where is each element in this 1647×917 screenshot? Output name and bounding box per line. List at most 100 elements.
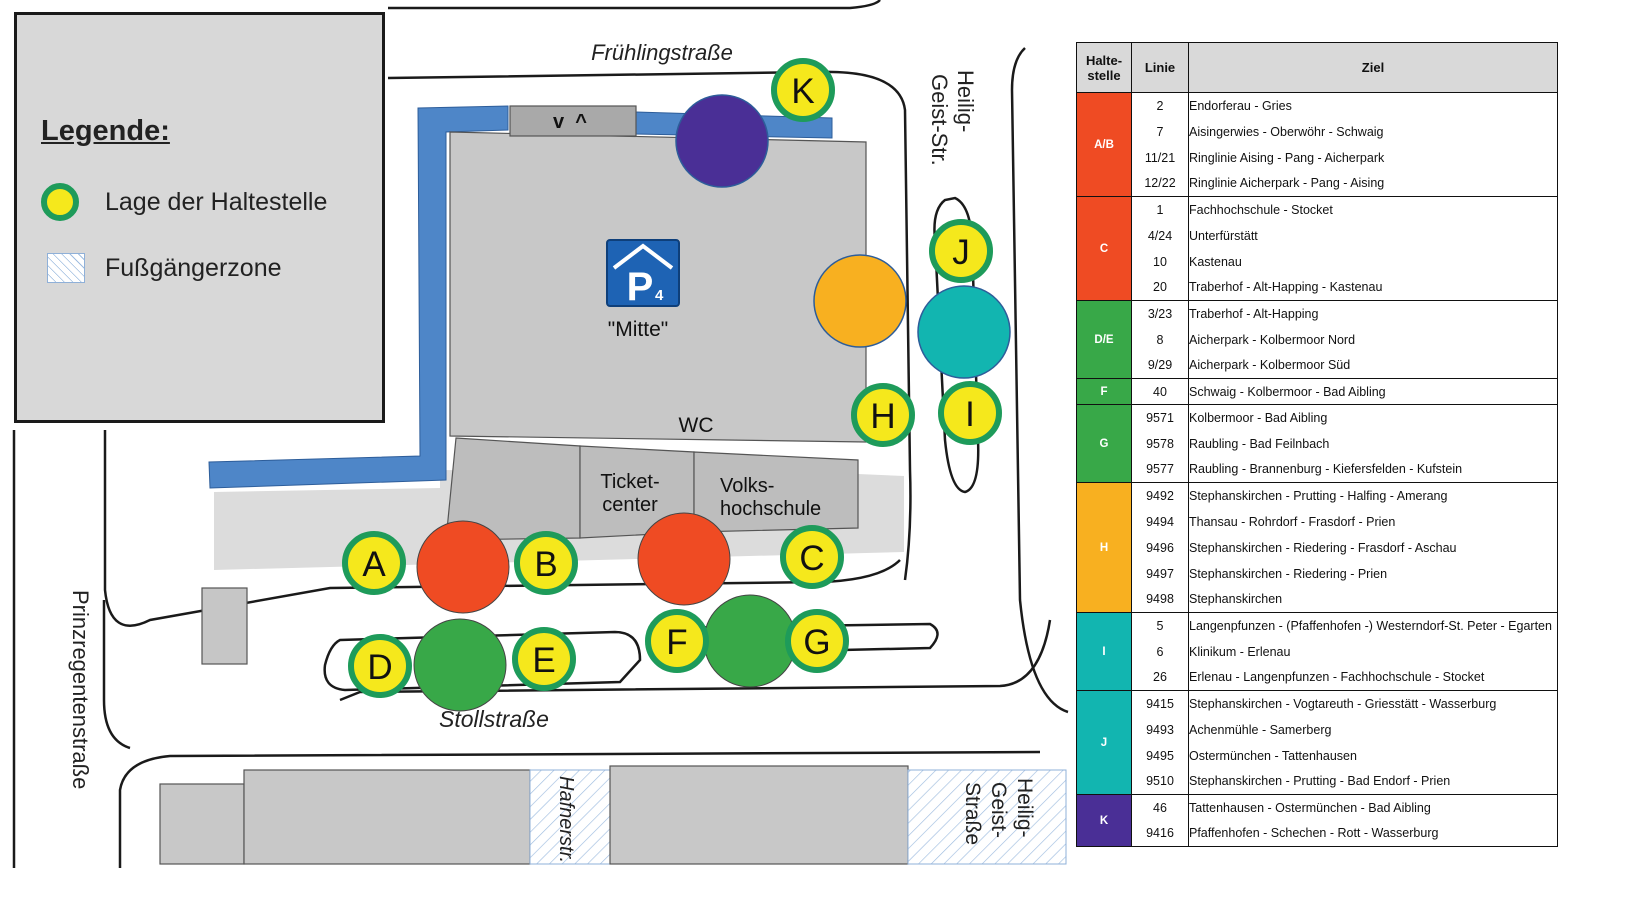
street-prinzregentenstrasse: Prinzregentenstraße (68, 590, 93, 789)
stop-cell: I (1076, 612, 1132, 691)
line-cell: 9497 (1131, 560, 1189, 587)
stop-area-de (413, 618, 507, 712)
stop-letter-d: D (367, 648, 392, 687)
line-cell: 5 (1131, 612, 1189, 639)
stop-marker-i[interactable] (938, 381, 1002, 445)
stop-letters: A B C D E F G H I J K (362, 72, 975, 687)
fruehling-south-edge (387, 70, 912, 581)
stop-marker-b[interactable] (514, 531, 578, 595)
destination-cell: Klinikum - Erlenau (1188, 638, 1558, 665)
line-cell: 6 (1131, 638, 1189, 665)
destination-cell: Stephanskirchen - Riedering - Prien (1188, 560, 1558, 587)
destination-cell: Kastenau (1188, 248, 1558, 275)
stop-marker-f[interactable] (645, 609, 709, 673)
stop-marker-g[interactable] (785, 609, 849, 673)
road-top-edge (388, 0, 881, 10)
stop-cell: K (1076, 794, 1132, 847)
stop-marker-c[interactable] (780, 525, 844, 589)
stop-letter-k: K (791, 72, 814, 111)
destination-cell: Raubling - Brannenburg - Kiefersfelden -… (1188, 456, 1558, 483)
destination-cell: Stephanskirchen - Prutting - Bad Endorf … (1188, 768, 1558, 795)
destination-cell: Raubling - Bad Feilnbach (1188, 430, 1558, 457)
destination-cell: Aicherpark - Kolbermoor Süd (1188, 352, 1558, 379)
stoll-south-edge (118, 750, 1041, 868)
destination-cell: Langenpfunzen - (Pfaffenhofen -) Western… (1188, 612, 1558, 639)
line-cell: 9577 (1131, 456, 1189, 483)
stop-letter-a: A (362, 545, 386, 584)
ramp (509, 105, 637, 137)
destination-cell: Aicherpark - Kolbermoor Nord (1188, 326, 1558, 353)
line-cell: 12/22 (1131, 170, 1189, 197)
stop-letter-i: I (965, 395, 975, 434)
line-cell: 9498 (1131, 586, 1189, 613)
legend-stop-row: Lage der Haltestelle (41, 183, 327, 221)
line-cell: 9510 (1131, 768, 1189, 795)
stop-letter-h: H (870, 397, 895, 436)
stop-area-c (637, 512, 731, 606)
stop-cell: A/B (1076, 92, 1132, 197)
stop-marker-h[interactable] (851, 383, 915, 447)
line-cell: 46 (1131, 794, 1189, 821)
destination-cell: Stephanskirchen - Prutting - Halfing - A… (1188, 482, 1558, 509)
stop-area-k (675, 94, 769, 188)
street-heilig-top-1: Heilig- (953, 70, 978, 132)
stoll-north-edge (339, 619, 1052, 702)
pedestrian-zone-heilig (907, 769, 1067, 865)
stop-marker-a[interactable] (342, 531, 406, 595)
stop-area-fg (703, 594, 797, 688)
line-cell: 9578 (1131, 430, 1189, 457)
stop-letter-f: F (666, 623, 687, 662)
parking-sign: P 4 (606, 239, 680, 309)
stop-cell: J (1076, 690, 1132, 795)
line-cell: 9496 (1131, 534, 1189, 561)
parking-name: "Mitte" (608, 318, 668, 341)
destination-cell: Ostermünchen - Tattenhausen (1188, 742, 1558, 769)
heilig-east-edge (1010, 47, 1069, 714)
ticketcenter-label-1: Ticket- (600, 471, 659, 493)
line-cell: 9415 (1131, 690, 1189, 717)
line-cell: 9416 (1131, 820, 1189, 847)
line-cell: 20 (1131, 274, 1189, 301)
destination-cell: Fachhochschule - Stocket (1188, 196, 1558, 223)
street-heilig-bottom-3: Straße (961, 782, 984, 845)
stop-marker-e[interactable] (512, 627, 576, 691)
parking-sign-letter: P (627, 265, 654, 309)
line-cell: 4/24 (1131, 222, 1189, 249)
destination-cell: Unterfürstätt (1188, 222, 1558, 249)
stop-marker-k[interactable] (771, 58, 835, 122)
stop-area-i (917, 285, 1011, 379)
stop-cell: C (1076, 196, 1132, 301)
parking-roof-icon (612, 243, 674, 270)
stop-area-ab (416, 520, 510, 614)
access-road (208, 105, 509, 489)
destination-cell: Traberhof - Alt-Happing - Kastenau (1188, 274, 1558, 301)
destination-cell: Ringlinie Aising - Pang - Aicherpark (1188, 144, 1558, 171)
destination-cell: Stephanskirchen (1188, 586, 1558, 613)
destination-cell: Thansau - Rohrdorf - Frasdorf - Prien (1188, 508, 1558, 535)
building-bottom-1 (159, 783, 245, 865)
destination-cell: Achenmühle - Samerberg (1188, 716, 1558, 743)
volkshochschule-label-1: Volks- (720, 475, 774, 497)
street-heilig-bottom-1: Heilig- (1013, 778, 1036, 838)
destination-cell: Kolbermoor - Bad Aibling (1188, 404, 1558, 431)
line-cell: 10 (1131, 248, 1189, 275)
street-fruehlingstrasse: Frühlingstraße (591, 40, 733, 65)
street-hafnerstrasse: Hafnerstr. (555, 776, 577, 863)
stop-cell: H (1076, 482, 1132, 613)
stop-marker-d[interactable] (348, 634, 412, 698)
stop-marker-j[interactable] (929, 219, 993, 283)
legend-stop-label: Lage der Haltestelle (105, 187, 328, 216)
legend-zone-label: Fußgängerzone (105, 253, 282, 282)
